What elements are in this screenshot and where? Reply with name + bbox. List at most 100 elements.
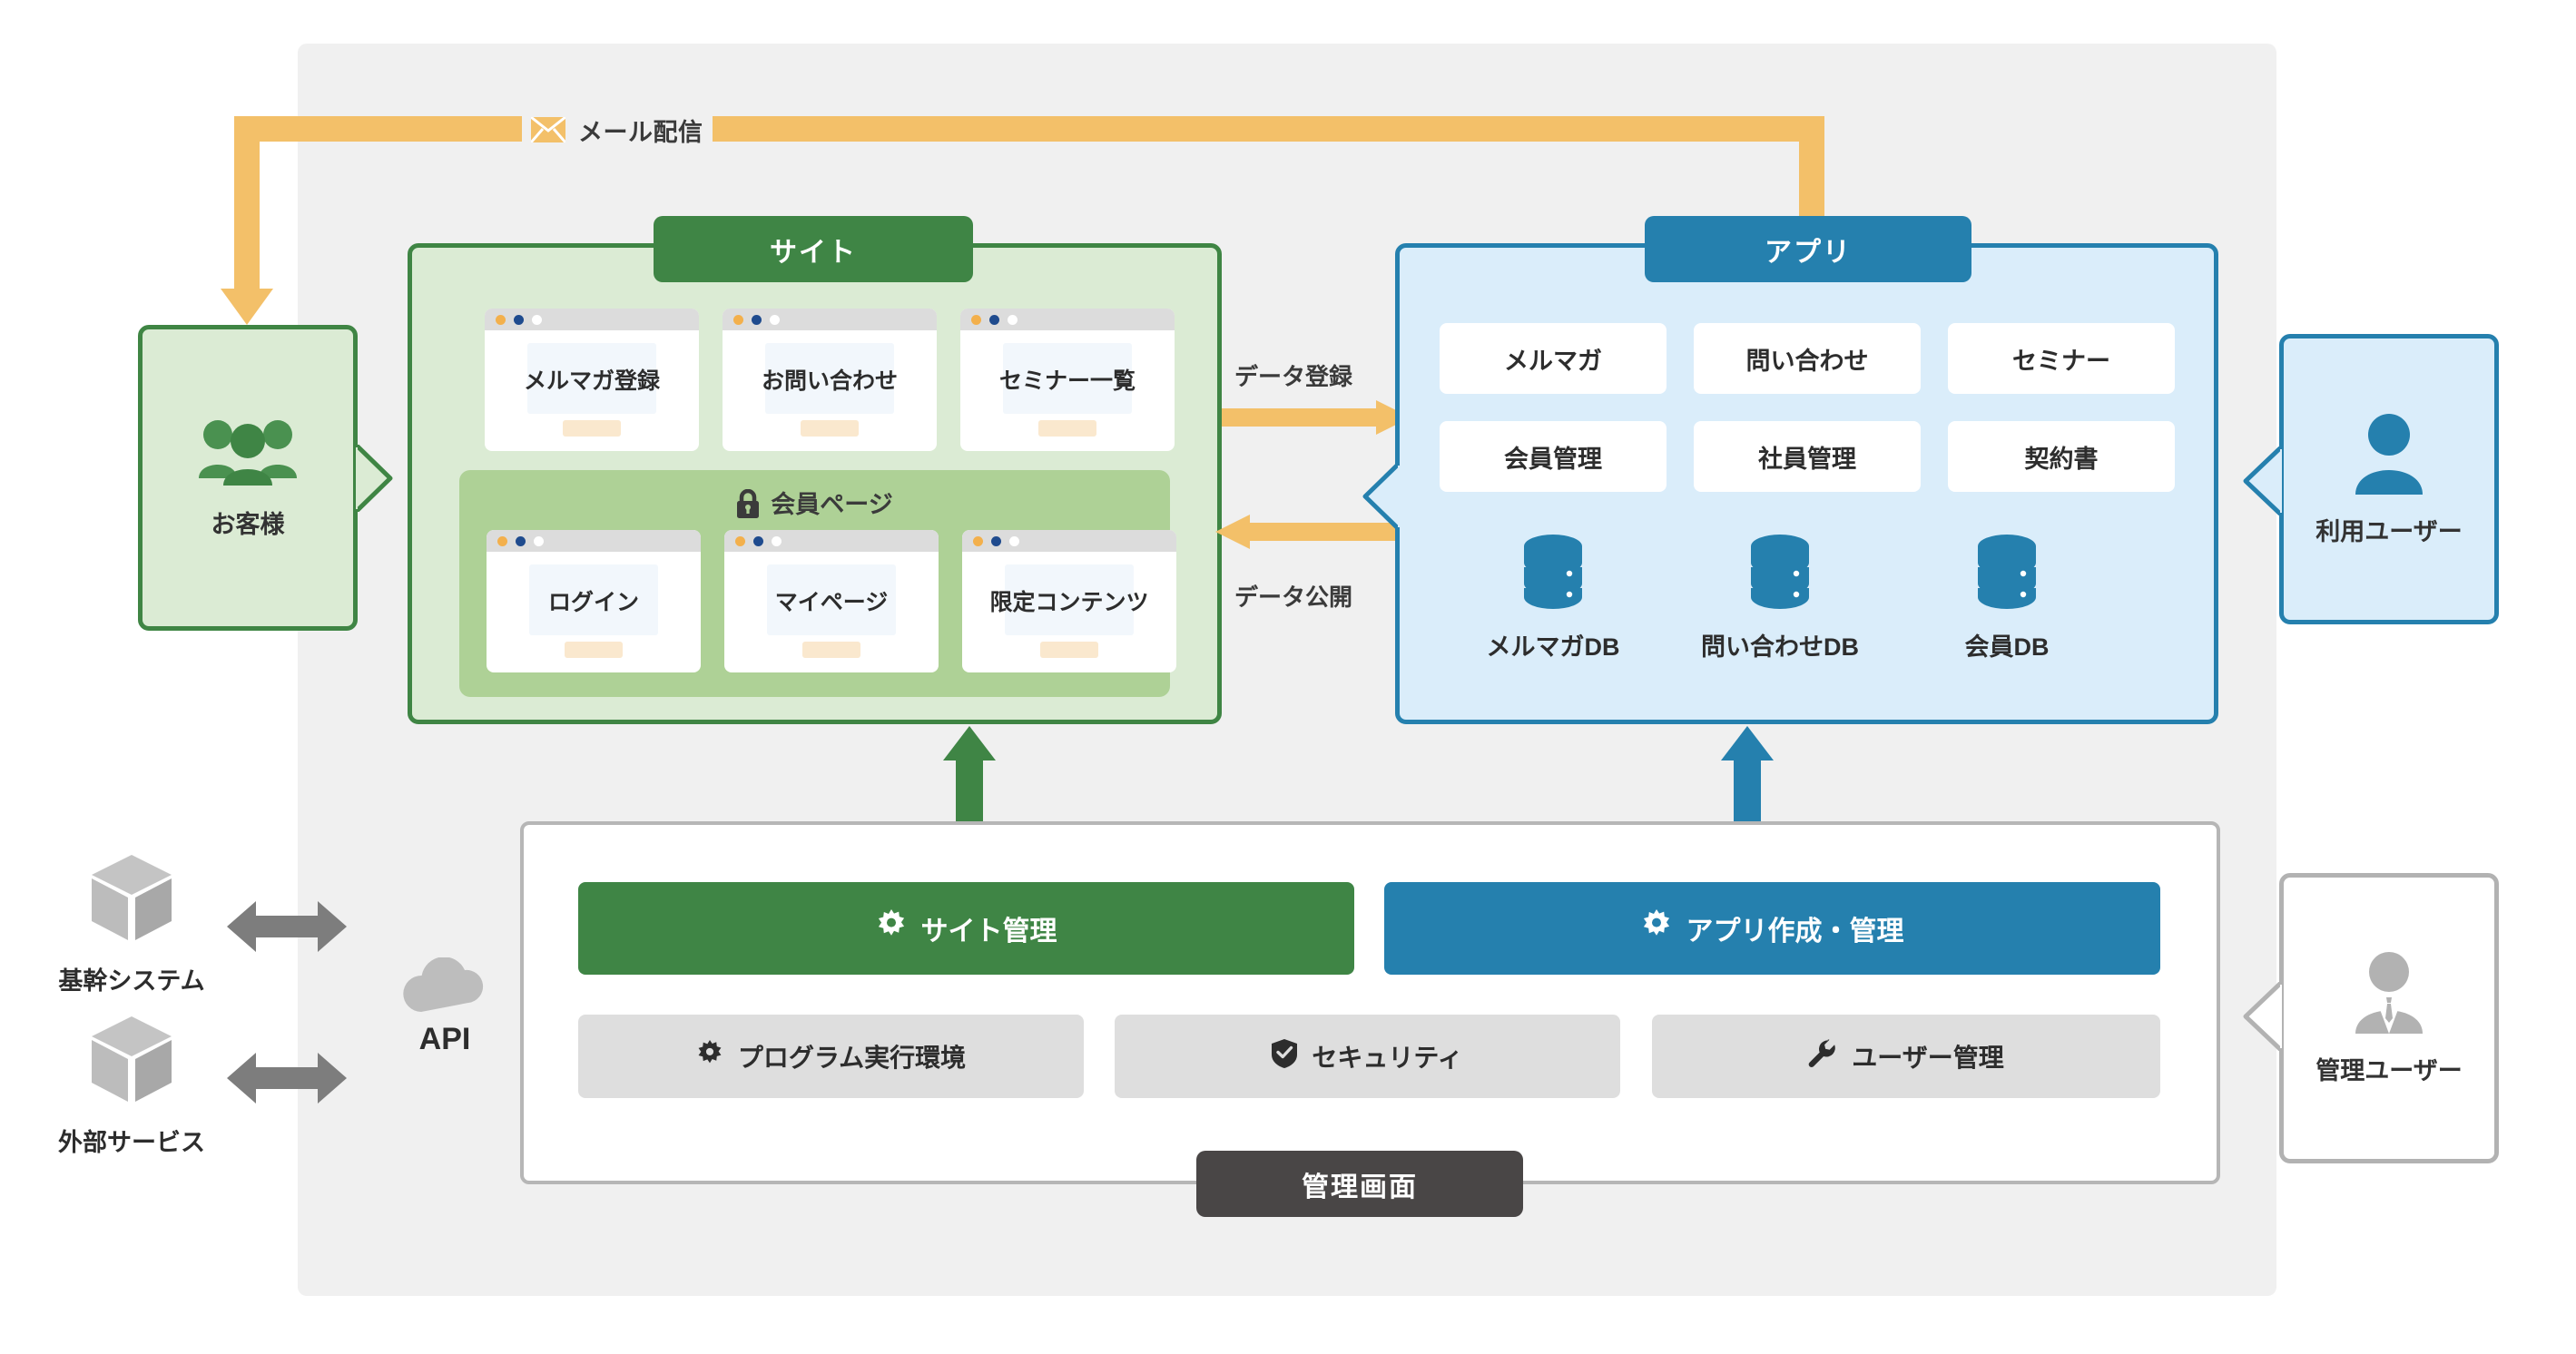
site-panel-tab-label: サイト: [770, 237, 857, 268]
shield-check-icon: [1272, 1038, 1298, 1074]
data-publish-arrow: [1215, 515, 1404, 549]
card-cta-button[interactable]: [563, 420, 621, 437]
api-item: API: [381, 957, 508, 1057]
browser-titlebar: [724, 530, 939, 552]
card-cta-button[interactable]: [565, 642, 623, 658]
data-publish-label: データ公開: [1234, 584, 1353, 611]
security-button[interactable]: セキュリティ: [1115, 1015, 1620, 1098]
window-dot-orange-icon: [973, 535, 983, 546]
window-dot-orange-icon: [971, 314, 981, 325]
gear-icon: [1641, 909, 1672, 947]
user-management-button[interactable]: ユーザー管理: [1652, 1015, 2160, 1098]
window-dot-orange-icon: [733, 314, 743, 325]
data-register-label: データ登録: [1234, 363, 1353, 390]
member-card-label: 限定コンテンツ: [989, 590, 1149, 615]
gear-icon: [696, 1039, 723, 1074]
admin-screen-tab: 管理画面: [1196, 1151, 1523, 1217]
site-management-button-label: サイト管理: [920, 917, 1057, 947]
database-item: 会員DB: [1893, 534, 2120, 662]
member-page-area: 会員ページ ログイン: [459, 470, 1176, 697]
window-dot-white-icon: [770, 314, 780, 325]
gear-icon: [876, 909, 907, 947]
security-button-label: セキュリティ: [1312, 1044, 1463, 1072]
member-page-title: 会員ページ: [459, 485, 1170, 520]
member-card-list: ログイン マイページ: [487, 530, 1176, 672]
external-service-item: 外部サービス: [58, 1015, 205, 1158]
card-cta-button[interactable]: [801, 420, 859, 437]
cube-icon: [88, 853, 175, 952]
window-dot-blue-icon: [752, 314, 762, 325]
app-panel-tab-label: アプリ: [1765, 237, 1852, 268]
wrench-icon: [1808, 1038, 1837, 1074]
person-icon: [2350, 411, 2428, 499]
site-card[interactable]: セミナー一覧: [960, 309, 1175, 451]
admin-screen-tab-label: 管理画面: [1302, 1172, 1418, 1202]
site-card-label: お問い合わせ: [761, 368, 898, 394]
app-tile[interactable]: 社員管理: [1694, 421, 1921, 492]
card-cta-button[interactable]: [1040, 642, 1098, 658]
mail-flow-vertical-right: [1799, 116, 1824, 232]
data-register-arrow: [1222, 400, 1411, 435]
app-tile[interactable]: 問い合わせ: [1694, 323, 1921, 394]
database-icon: [1519, 534, 1588, 614]
people-group-icon: [193, 417, 302, 490]
browser-body: お問い合わせ: [723, 330, 937, 451]
mail-flow-horizontal: [234, 116, 1824, 142]
admin-user-label: 管理ユーザー: [2315, 1057, 2463, 1084]
database-icon: [1745, 534, 1814, 614]
lock-icon: [736, 488, 760, 518]
database-item: メルマガDB: [1440, 534, 1667, 662]
core-system-item: 基幹システム: [58, 853, 205, 996]
cloud-icon: [398, 957, 492, 1018]
admin-screen-panel: [520, 821, 2220, 1184]
customer-connector-notch: [350, 443, 394, 514]
member-card[interactable]: マイページ: [724, 530, 939, 672]
card-thumbnail: [529, 564, 658, 635]
database-icon: [1972, 534, 2041, 614]
card-cta-button[interactable]: [802, 642, 860, 658]
end-user-label: 利用ユーザー: [2315, 518, 2463, 545]
admin-user-box: 管理ユーザー: [2279, 873, 2499, 1163]
mail-flow-label-text: メール配信: [578, 118, 703, 146]
site-management-button[interactable]: サイト管理: [578, 882, 1354, 975]
window-dot-white-icon: [772, 535, 782, 546]
card-thumbnail: [527, 343, 656, 414]
program-runtime-button[interactable]: プログラム実行環境: [578, 1015, 1084, 1098]
core-system-api-arrow: [227, 894, 347, 959]
user-management-button-label: ユーザー管理: [1852, 1044, 2004, 1072]
member-card-label: マイページ: [774, 590, 889, 615]
site-card-label: セミナー一覧: [998, 368, 1136, 394]
window-dot-blue-icon: [516, 535, 526, 546]
app-database-list: メルマガDB 問い合わせDB: [1440, 534, 2175, 662]
customer-label: お客様: [211, 510, 285, 538]
site-card[interactable]: メルマガ登録: [485, 309, 699, 451]
app-tile[interactable]: メルマガ: [1440, 323, 1667, 394]
browser-titlebar: [487, 530, 701, 552]
app-tile[interactable]: 会員管理: [1440, 421, 1667, 492]
admin-user-connector-notch: [2242, 980, 2287, 1053]
browser-body: 限定コンテンツ: [962, 552, 1176, 672]
site-public-card-list: メルマガ登録 お問い合わせ セミナー: [485, 309, 1175, 451]
mail-flow-arrowhead: [221, 289, 273, 325]
database-label: 問い合わせDB: [1701, 633, 1859, 661]
window-dot-blue-icon: [989, 314, 999, 325]
envelope-icon: [529, 115, 567, 143]
mail-flow-label: メール配信: [522, 107, 713, 152]
card-cta-button[interactable]: [1038, 420, 1096, 437]
member-card[interactable]: 限定コンテンツ: [962, 530, 1176, 672]
program-runtime-button-label: プログラム実行環境: [737, 1044, 967, 1072]
database-label: 会員DB: [1964, 633, 2050, 661]
member-card[interactable]: ログイン: [487, 530, 701, 672]
app-panel-tab: アプリ: [1645, 216, 1971, 282]
app-management-button[interactable]: アプリ作成・管理: [1384, 882, 2160, 975]
app-tile[interactable]: セミナー: [1948, 323, 2175, 394]
site-card[interactable]: お問い合わせ: [723, 309, 937, 451]
end-user-connector-notch: [2242, 445, 2287, 517]
window-dot-orange-icon: [496, 314, 506, 325]
window-dot-orange-icon: [735, 535, 745, 546]
window-dot-blue-icon: [753, 535, 763, 546]
window-dot-white-icon: [1009, 535, 1019, 546]
app-tile[interactable]: 契約書: [1948, 421, 2175, 492]
window-dot-blue-icon: [991, 535, 1001, 546]
